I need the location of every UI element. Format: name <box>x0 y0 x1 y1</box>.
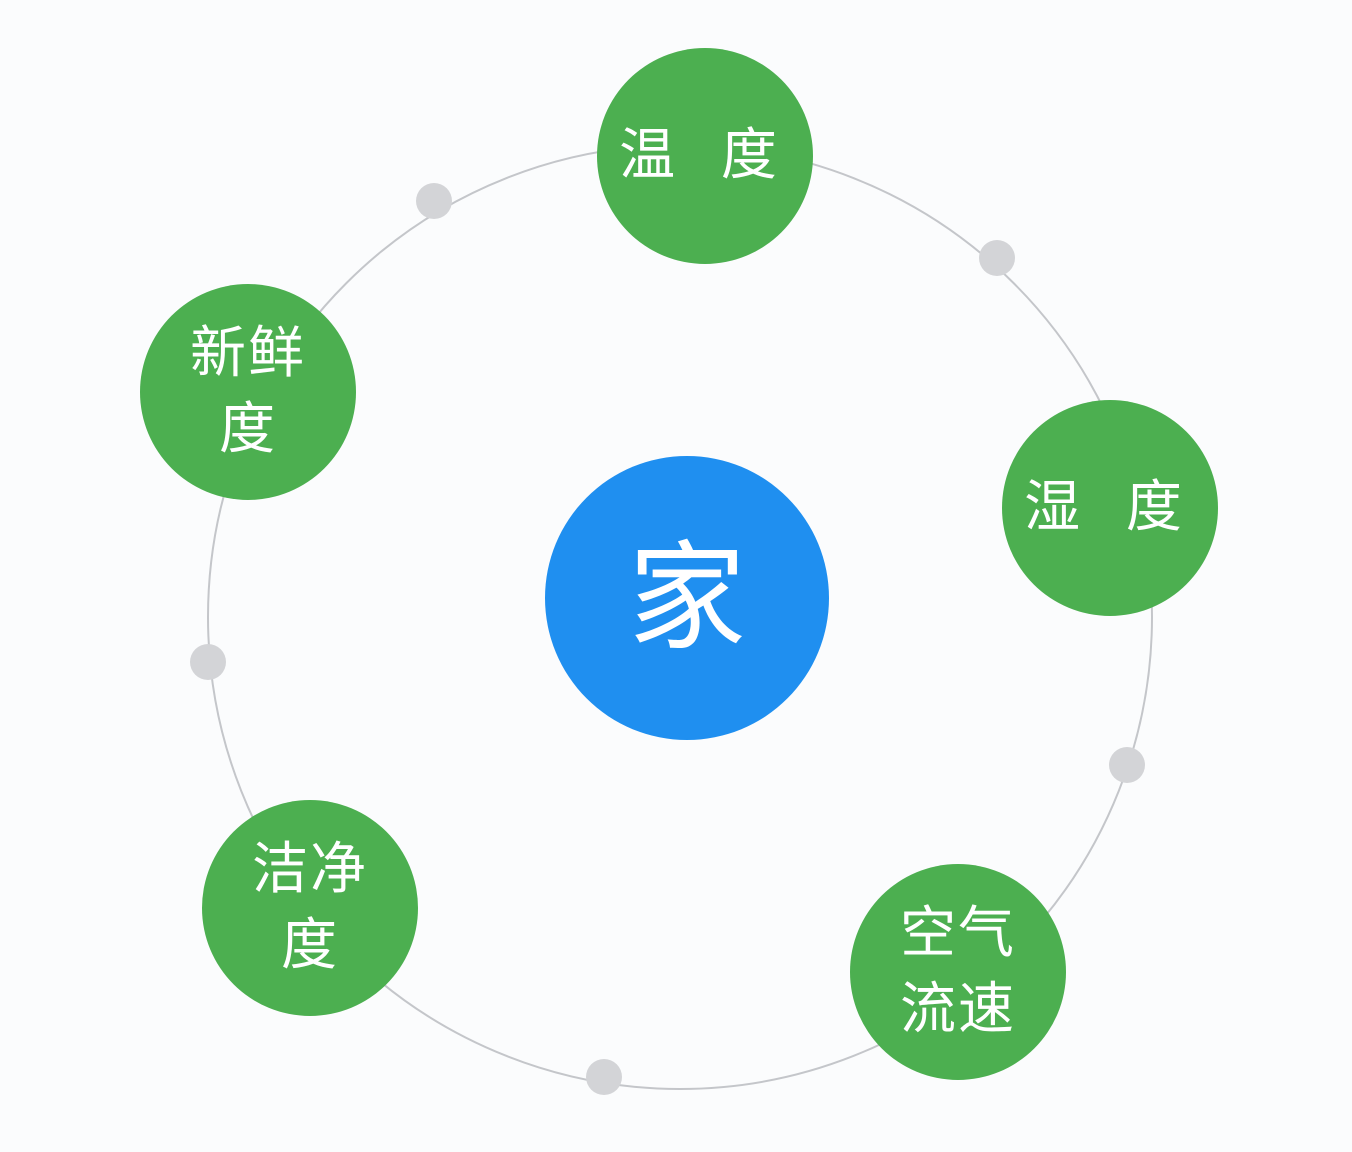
connector-dot <box>190 644 226 680</box>
node-cleanliness-label: 洁净 度 <box>252 837 368 978</box>
center-node: 家 <box>545 456 829 740</box>
node-temperature: 温 度 <box>597 48 813 264</box>
connector-dot <box>1109 747 1145 783</box>
node-humidity-label: 湿 度 <box>1024 475 1196 540</box>
connector-dot <box>586 1059 622 1095</box>
connector-dot <box>416 183 452 219</box>
node-cleanliness: 洁净 度 <box>202 800 418 1016</box>
node-air-flow-label: 空气 流速 <box>900 901 1016 1042</box>
node-temperature-label: 温 度 <box>619 123 791 188</box>
center-label: 家 <box>627 529 746 667</box>
connector-dot <box>979 240 1015 276</box>
node-freshness: 新鲜 度 <box>140 284 356 500</box>
node-air-flow: 空气 流速 <box>850 864 1066 1080</box>
node-humidity: 湿 度 <box>1002 400 1218 616</box>
node-freshness-label: 新鲜 度 <box>190 321 306 462</box>
